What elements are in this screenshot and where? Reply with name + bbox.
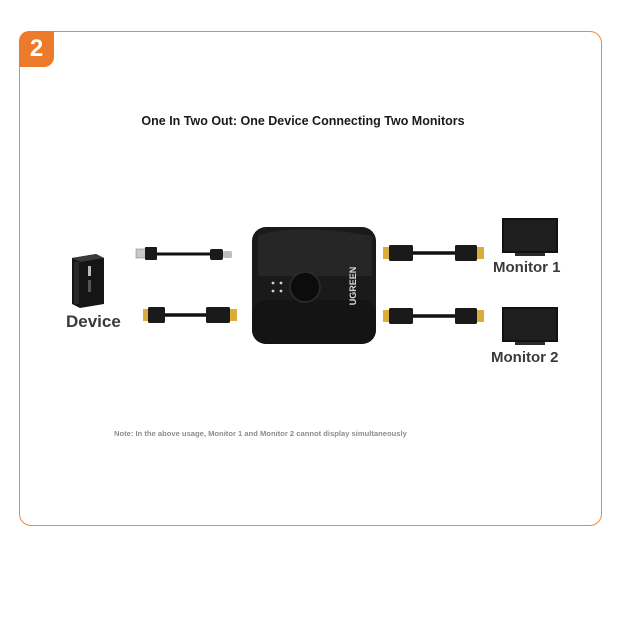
usage-note: Note: In the above usage, Monitor 1 and … (114, 429, 407, 438)
monitor-2-icon (502, 307, 558, 345)
pc-tower-icon (72, 254, 104, 308)
hdmi-output-cable-2-icon (383, 308, 484, 324)
monitor-1-label: Monitor 1 (493, 259, 561, 276)
hdmi-switch-device: UGREEN (252, 227, 376, 344)
step-badge: 2 (19, 31, 54, 67)
monitor-1-icon (502, 218, 558, 256)
switch-brand-text: UGREEN (348, 267, 358, 306)
usb-cable-icon (135, 247, 232, 260)
hdmi-input-cable-icon (143, 307, 237, 323)
device-label: Device (66, 312, 121, 331)
hdmi-output-cable-1-icon (383, 245, 484, 261)
monitor-2-label: Monitor 2 (491, 349, 559, 366)
page-title: One In Two Out: One Device Connecting Tw… (141, 114, 465, 128)
